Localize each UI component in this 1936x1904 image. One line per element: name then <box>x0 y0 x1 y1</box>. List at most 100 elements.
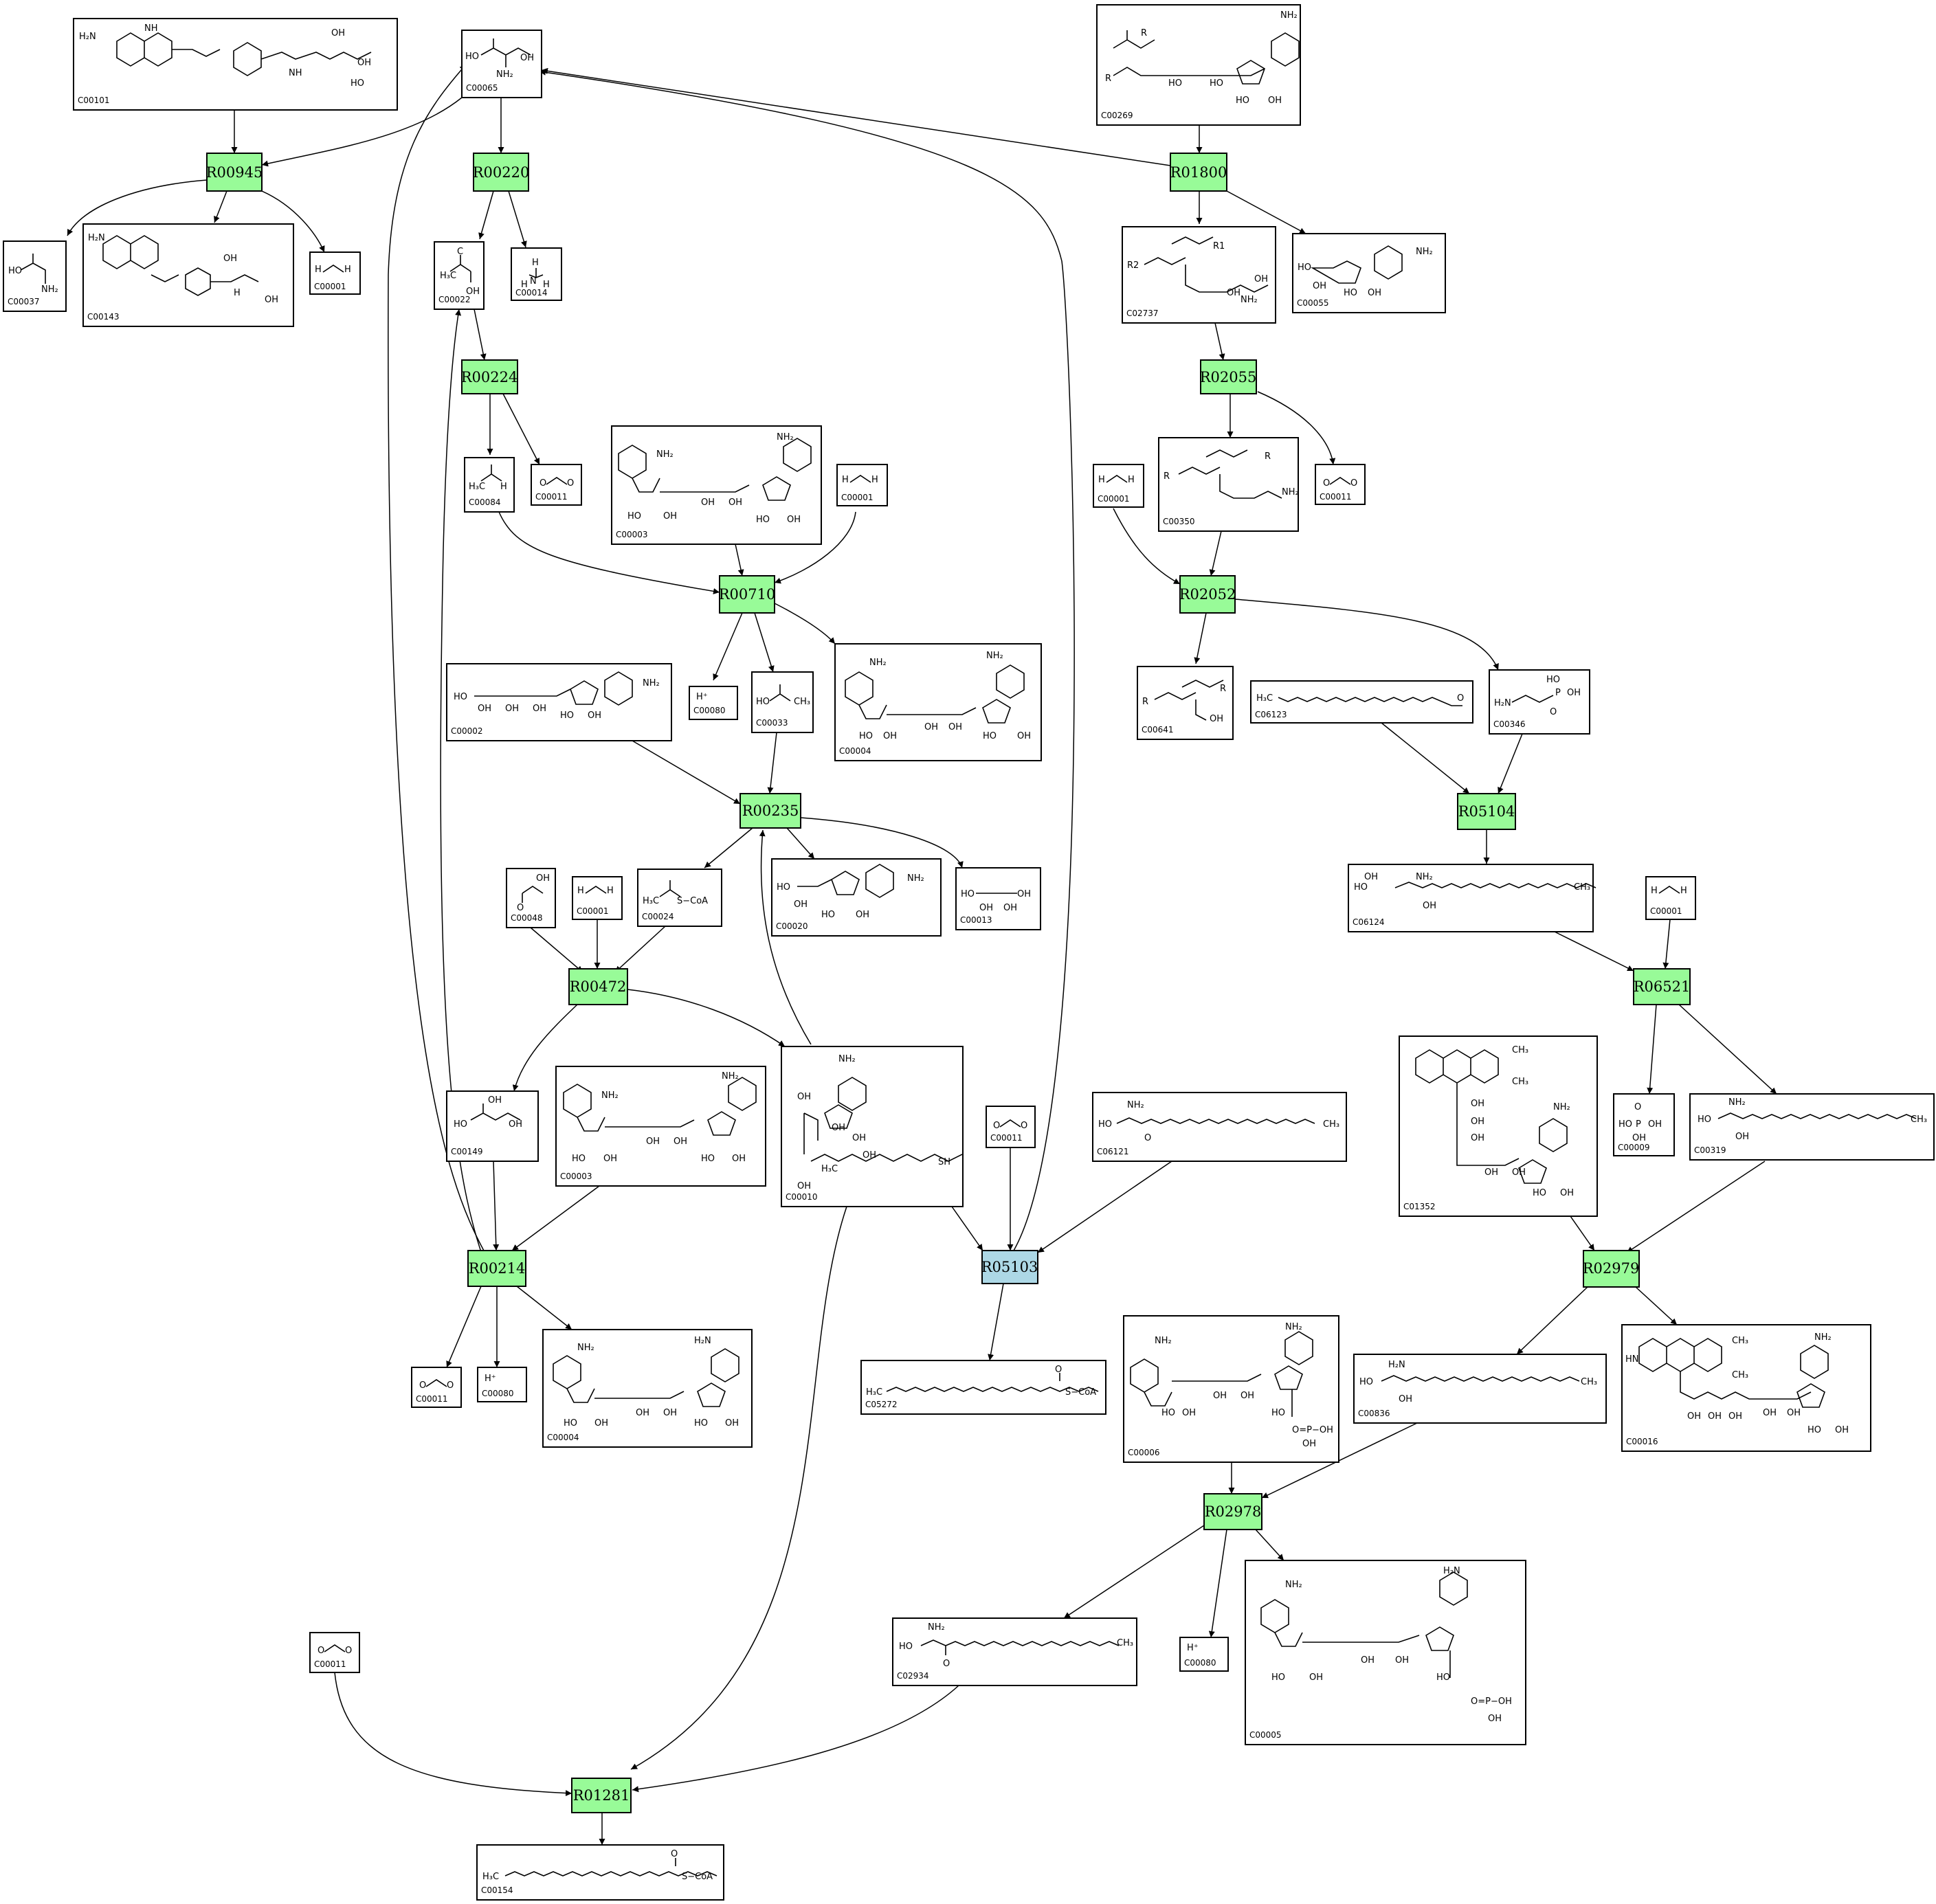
reaction-r00235[interactable]: R00235 <box>739 793 801 829</box>
edge-r00235-c00013 <box>800 817 964 869</box>
reaction-r00945[interactable]: R00945 <box>206 153 263 192</box>
reaction-r00220[interactable]: R00220 <box>473 153 530 192</box>
compound-label: C06124 <box>1353 917 1385 927</box>
svg-text:OH: OH <box>948 722 962 732</box>
svg-text:H₃C: H₃C <box>1256 693 1273 704</box>
svg-text:CH₃: CH₃ <box>1323 1119 1339 1130</box>
compound-label: C00001 <box>1098 494 1130 504</box>
svg-text:NH₂: NH₂ <box>601 1090 619 1101</box>
svg-text:OH: OH <box>357 58 371 68</box>
reaction-r00224[interactable]: R00224 <box>461 359 518 394</box>
reaction-r00214[interactable]: R00214 <box>467 1250 526 1287</box>
svg-text:OH: OH <box>1687 1411 1701 1422</box>
svg-text:OH: OH <box>797 1181 811 1191</box>
svg-text:H₃C: H₃C <box>482 1872 499 1882</box>
svg-text:HO: HO <box>1298 262 1311 273</box>
compound-c00048[interactable]: OHO C00048 <box>506 868 556 928</box>
compound-label: C00004 <box>839 746 871 756</box>
reaction-label: R00945 <box>206 164 263 181</box>
svg-text:HO: HO <box>572 1154 586 1164</box>
reaction-r01281[interactable]: R01281 <box>571 1778 632 1813</box>
svg-text:O: O <box>943 1659 950 1669</box>
reaction-r02052[interactable]: R02052 <box>1179 575 1236 614</box>
reaction-r02055[interactable]: R02055 <box>1200 359 1257 394</box>
svg-text:R1: R1 <box>1213 241 1225 251</box>
reaction-r01800[interactable]: R01800 <box>1170 153 1227 192</box>
svg-text:OH: OH <box>979 903 993 913</box>
reaction-r02979[interactable]: R02979 <box>1583 1250 1640 1288</box>
compound-c00080-a[interactable]: H⁺ C00080 <box>689 686 738 720</box>
reaction-r00472[interactable]: R00472 <box>568 968 628 1005</box>
compound-label: C00319 <box>1694 1145 1726 1155</box>
svg-text:OH: OH <box>1364 872 1378 882</box>
svg-text:HO: HO <box>859 731 873 741</box>
reaction-r06521[interactable]: R06521 <box>1633 968 1691 1005</box>
compound-label: C06121 <box>1097 1147 1129 1156</box>
compound-label: C00002 <box>451 726 483 736</box>
reaction-r02978[interactable]: R02978 <box>1203 1493 1262 1530</box>
svg-text:OH: OH <box>1368 288 1381 298</box>
svg-text:O: O <box>318 1646 324 1656</box>
reaction-r05103[interactable]: R05103 <box>981 1250 1038 1284</box>
svg-text:HO: HO <box>777 882 790 893</box>
edge-r00235-c00024 <box>704 827 753 869</box>
compound-label: C00641 <box>1142 725 1174 735</box>
svg-text:H: H <box>1098 475 1105 485</box>
compound-c00080-b[interactable]: H⁺ C00080 <box>477 1367 527 1402</box>
compound-c00080-c[interactable]: H⁺ C00080 <box>1179 1637 1229 1672</box>
reaction-r00710[interactable]: R00710 <box>719 575 776 614</box>
svg-text:O: O <box>567 478 574 489</box>
reaction-r05104[interactable]: R05104 <box>1457 793 1516 830</box>
svg-text:O: O <box>1055 1365 1062 1375</box>
svg-text:OH: OH <box>732 1154 746 1164</box>
